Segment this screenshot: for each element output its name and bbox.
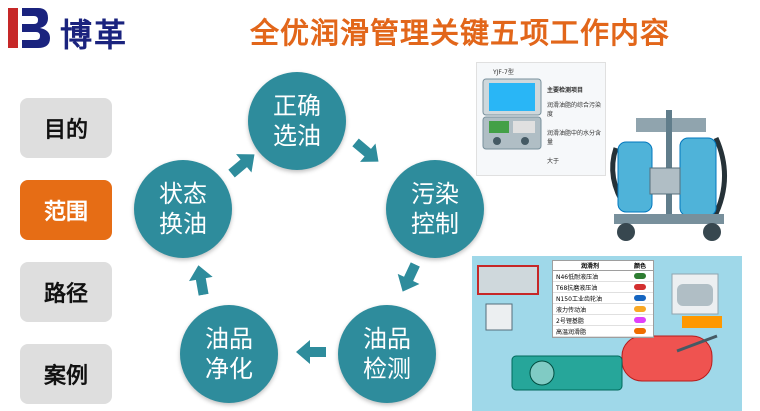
filter-cart-photo (596, 108, 736, 248)
sidebar-item-path[interactable]: 路径 (20, 262, 112, 322)
cycle-arrow-icon (348, 133, 386, 171)
detector-heading: 主要检测项目 (547, 87, 584, 94)
lube-name: N46低耐液压油 (556, 273, 599, 281)
cycle-node-line: 正确 (273, 92, 321, 120)
color-dot-icon (634, 306, 646, 312)
lube-name: 液力传动油 (556, 306, 587, 314)
cycle-node-line: 状态 (159, 180, 207, 208)
lube-diagram-photo: 润滑剂 颜色 N46低耐液压油 T68抗磨液压油 N150工业齿轮油液力传动油 2号锂… (472, 256, 742, 411)
lube-name: 高温润滑脂 (556, 328, 587, 336)
sidebar-item-label: 范围 (43, 200, 88, 225)
detector-case-icon (482, 78, 542, 150)
cycle-node-line: 控制 (411, 210, 459, 238)
lube-color-table: 润滑剂 颜色 N46低耐液压油 T68抗磨液压油 N150工业齿轮油液力传动油 2号锂… (552, 260, 654, 338)
lube-table-row: 液力传动油 (553, 304, 653, 315)
brand-logo: 博革 (8, 4, 168, 54)
color-dot-icon (634, 284, 646, 290)
sidebar-item-label: 案例 (43, 364, 88, 389)
lube-color-swatch (627, 317, 653, 323)
lube-color-swatch (627, 273, 653, 279)
cycle-node-line: 换油 (159, 210, 207, 238)
cycle-node-condition-oil-change: 状态 换油 (134, 160, 232, 258)
sidebar-item-label: 路径 (43, 282, 88, 307)
lube-name: 2号锂基脂 (556, 317, 584, 325)
color-dot-icon (634, 295, 646, 301)
cycle-node-line: 油品 (363, 325, 411, 353)
cycle-node-line: 油品 (205, 325, 253, 353)
machinery-illustration-icon (477, 265, 722, 391)
lube-table-row: 高温润滑脂 (553, 326, 653, 337)
cycle-node-oil-purification: 油品 净化 (180, 305, 278, 403)
lube-table-header: 颜色 (633, 263, 646, 270)
color-dot-icon (634, 273, 646, 279)
color-dot-icon (634, 317, 646, 323)
cycle-node-correct-oil: 正确 选油 (248, 72, 346, 170)
lube-table-row: T68抗磨液压油 (553, 282, 653, 293)
page-title: 全优润滑管理关键五项工作内容 (249, 16, 670, 50)
detector-photo: YJF-7型 主要检测项目 润滑油脂的综合污染度 润滑油脂中的水分含量 大于 铁… (476, 62, 606, 176)
sidebar-item-purpose[interactable]: 目的 (20, 98, 112, 158)
brand-name: 博革 (60, 16, 129, 54)
logo-mark-icon (8, 8, 50, 48)
cycle-node-line: 选油 (273, 122, 321, 150)
cycle-node-line: 净化 (205, 355, 253, 383)
detector-caption: YJF-7型 (493, 69, 514, 76)
lube-color-swatch (627, 306, 653, 312)
detector-item: 铁质 (547, 175, 603, 176)
lube-table-row: 2号锂基脂 (553, 315, 653, 326)
sidebar-item-scope[interactable]: 范围 (20, 180, 112, 240)
lube-color-swatch (627, 284, 653, 290)
lube-color-swatch (627, 328, 653, 334)
detector-item: 润滑油脂的综合污染度 (547, 102, 602, 118)
cycle-node-line: 检测 (363, 355, 411, 383)
detector-item: 大于 (547, 158, 560, 165)
detector-item: 润滑油脂中的水分含量 (547, 130, 602, 146)
lube-table-header: 润滑剂 (580, 263, 599, 270)
lube-table-row: N46低耐液压油 (553, 271, 653, 282)
lube-table-row: N150工业齿轮油 (553, 293, 653, 304)
sidebar-item-cases[interactable]: 案例 (20, 344, 112, 404)
filter-cart-icon (610, 110, 727, 241)
cycle-node-line: 污染 (411, 180, 459, 208)
lube-name: T68抗磨液压油 (556, 284, 598, 292)
cycle-node-contamination-control: 污染 控制 (386, 160, 484, 258)
cycle-arrow-icon (296, 340, 326, 364)
cycle-node-oil-testing: 油品 检测 (338, 305, 436, 403)
cycle-arrow-icon (224, 145, 262, 183)
cycle-arrow-icon (392, 259, 426, 296)
lube-name: N150工业齿轮油 (556, 295, 602, 303)
cycle-arrow-icon (187, 263, 216, 297)
color-dot-icon (634, 328, 646, 334)
lube-color-swatch (627, 295, 653, 301)
sidebar-item-label: 目的 (43, 118, 88, 143)
